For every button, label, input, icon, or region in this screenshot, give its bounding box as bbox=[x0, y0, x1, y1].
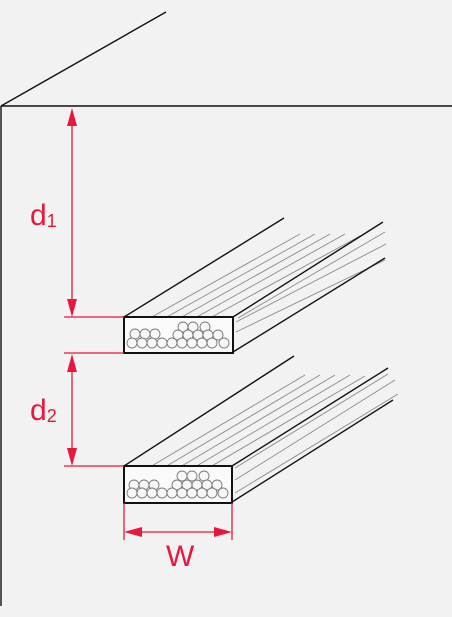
w-label: W bbox=[166, 540, 195, 573]
lower-flat-cable bbox=[123, 355, 399, 504]
lower-cable-wires bbox=[149, 373, 399, 494]
d2-label-main: d bbox=[30, 394, 47, 427]
upper-cable-back-edge bbox=[232, 221, 384, 318]
upper-cable-conductors bbox=[126, 321, 230, 349]
upper-cable-top-edge bbox=[123, 217, 285, 318]
d2-label-sub: 2 bbox=[47, 406, 57, 426]
d2-dimension: d2 bbox=[30, 352, 124, 467]
lower-cable-side-edge bbox=[231, 399, 394, 503]
upper-cable-side-edge bbox=[232, 257, 386, 353]
d2-label: d2 bbox=[30, 394, 57, 427]
d1-label-sub: 1 bbox=[47, 211, 57, 231]
lower-cable-back-edge bbox=[231, 367, 389, 467]
lower-cable-conductors bbox=[126, 470, 229, 499]
ceiling-wall-corner bbox=[0, 11, 452, 606]
upper-flat-cable bbox=[123, 217, 387, 354]
d1-label: d1 bbox=[30, 199, 57, 232]
w-dimension: W bbox=[123, 503, 233, 573]
d1-label-main: d bbox=[30, 199, 47, 232]
lower-cable-top-edge bbox=[123, 355, 295, 467]
d1-dimension: d1 bbox=[30, 108, 124, 318]
upper-cable-wires bbox=[149, 231, 387, 333]
